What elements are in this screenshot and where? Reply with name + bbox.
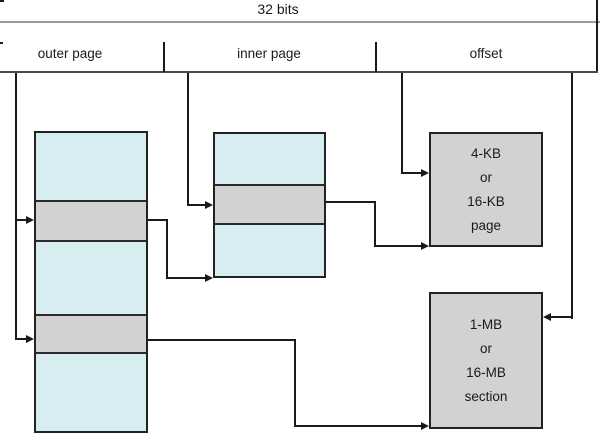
connector-inner-v: [374, 201, 376, 247]
outer-table-divider: [36, 240, 146, 242]
connector-inner-h2: [374, 245, 422, 247]
inner-table-row-blue-1: [215, 134, 324, 184]
inner-page-branch: [187, 204, 206, 206]
offset-drop-line: [401, 73, 403, 174]
outer-table-row-blue-2: [36, 242, 146, 314]
outer-page-branch-2: [15, 338, 28, 340]
field-label-inner-page: inner page: [237, 46, 301, 61]
connector-outer2-h2: [294, 425, 422, 427]
outer-table-divider: [36, 314, 146, 316]
address-box-left-tick: [0, 42, 3, 44]
arrowhead-to-inner-table: [205, 274, 213, 282]
inner-page-drop-line: [187, 73, 189, 206]
section-box-line-2: or: [479, 340, 492, 356]
arrowhead-to-outer-entry-2: [26, 335, 34, 343]
page-box: 4-KB or 16-KB page: [429, 132, 543, 247]
outer-table-divider: [36, 200, 146, 202]
address-fields-bottom-line: [0, 71, 598, 73]
arrowhead-to-page-box: [421, 169, 429, 177]
inner-table-row-blue-2: [215, 225, 324, 276]
field-divider-outer-inner: [163, 42, 165, 72]
bit-width-label: 32 bits: [257, 1, 299, 17]
arrowhead-to-section-bottom: [421, 422, 429, 430]
section-box-line-3: 16-MB: [466, 364, 506, 380]
outer-table-divider: [36, 352, 146, 354]
inner-table-divider: [215, 223, 324, 225]
outer-page-table: [34, 131, 148, 433]
outer-page-branch-1: [15, 219, 28, 221]
offset-branch-to-page: [401, 172, 422, 174]
connector-outer1-h2: [166, 277, 206, 279]
page-box-line-4: page: [470, 217, 502, 233]
offset-section-drop-line: [571, 73, 573, 319]
inner-table-divider: [215, 184, 324, 186]
outer-table-row-blue-1: [36, 133, 146, 200]
connector-outer2-v: [294, 339, 296, 427]
outer-table-entry-2: [36, 316, 146, 352]
section-box-line-1: 1-MB: [469, 316, 503, 332]
field-label-offset: offset: [469, 46, 503, 61]
outer-table-entry-1: [36, 202, 146, 240]
page-box-line-2: or: [479, 169, 492, 185]
dimension-line: [0, 21, 600, 23]
address-box-right-edge: [596, 0, 598, 73]
arrowhead-inner-to-page-box: [421, 242, 429, 250]
connector-inner-h1: [326, 201, 376, 203]
arrowhead-to-outer-entry-1: [26, 216, 34, 224]
inner-page-table: [213, 132, 326, 278]
outer-page-drop-line: [15, 73, 17, 340]
dimension-left-tick: [0, 0, 4, 2]
section-box-line-4: section: [464, 388, 508, 404]
outer-table-row-blue-3: [36, 354, 146, 431]
connector-outer1-h1: [148, 219, 168, 221]
arrowhead-to-section-box: [543, 313, 551, 321]
arrowhead-to-inner-entry: [205, 201, 213, 209]
connector-outer1-v: [166, 219, 168, 279]
page-box-line-1: 4-KB: [470, 145, 501, 161]
section-box: 1-MB or 16-MB section: [429, 292, 543, 429]
field-divider-inner-offset: [375, 42, 377, 72]
inner-table-entry: [215, 186, 324, 223]
page-box-line-3: 16-KB: [467, 193, 505, 209]
offset-branch-to-section: [551, 316, 573, 318]
field-label-outer-page: outer page: [37, 46, 103, 61]
connector-outer2-h1: [148, 339, 296, 341]
